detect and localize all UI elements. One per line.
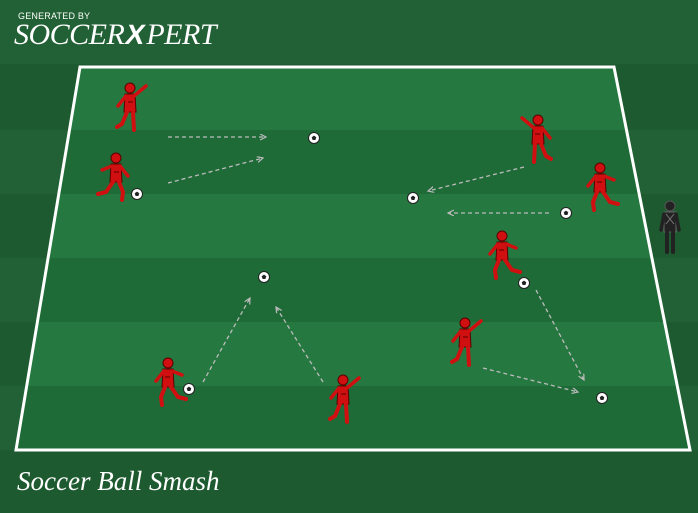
drill-title: Soccer Ball Smash [17, 466, 219, 497]
soccer-ball-icon [132, 189, 143, 200]
soccer-ball-icon [184, 384, 195, 395]
soccer-ball-icon [408, 193, 419, 204]
soccer-ball-icon [597, 393, 608, 404]
soccer-field [0, 67, 698, 450]
brand-logo-left: SOCCER [14, 18, 124, 51]
soccer-ball-icon [309, 133, 320, 144]
soccer-ball-icon [561, 208, 572, 219]
soccer-ball-icon [519, 278, 530, 289]
brand-logo-right: PERT [146, 18, 216, 51]
soccer-ball-icon [259, 272, 270, 283]
brand-logo: SOCCERXPERT [14, 20, 216, 50]
